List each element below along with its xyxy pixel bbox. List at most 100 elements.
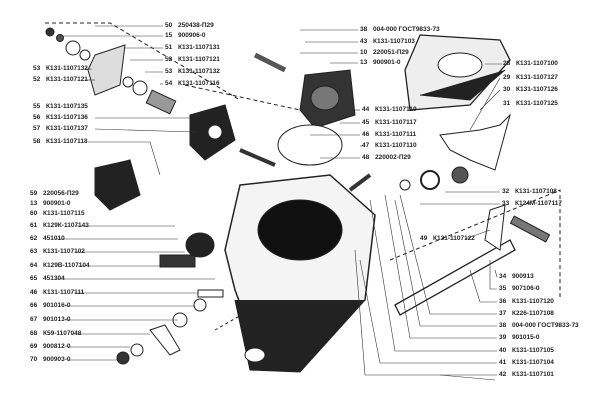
- part-number: 40: [499, 347, 507, 354]
- part-code: К131-1107135: [46, 103, 88, 110]
- part-code: К131-1107121: [46, 76, 88, 83]
- part-number: 36: [499, 298, 507, 305]
- part-number: 65: [30, 275, 38, 282]
- part-code: 900901-0: [373, 59, 401, 66]
- part-callout: 42 К131-1107101: [499, 371, 554, 379]
- part-code: К131-1107104: [512, 359, 554, 366]
- jet-nut: [185, 232, 215, 258]
- diaphragm: [87, 44, 126, 96]
- part-code: К131-1107117: [375, 119, 417, 126]
- leader-lines: [55, 25, 502, 381]
- part-code: К131-1107132: [46, 65, 88, 72]
- part-number: 13: [30, 200, 38, 207]
- part-code: 901015-0: [512, 334, 540, 341]
- part-code: К131-1107115: [43, 210, 85, 217]
- part-code: 901016-0: [43, 302, 71, 309]
- part-code: 451304: [43, 275, 65, 282]
- part-code: К131-1107116: [178, 80, 220, 87]
- part-number: 46: [362, 131, 370, 138]
- part-number: 70: [30, 356, 38, 363]
- part-code: К131-1107108: [515, 188, 557, 195]
- part-callout: 32 К131-1107108: [502, 188, 557, 196]
- part-number: 29: [503, 74, 511, 81]
- part-number: 49: [420, 235, 428, 242]
- part-code: К131-1107102: [43, 248, 85, 255]
- part-number: 32: [502, 188, 510, 195]
- part-code: К131-1107137: [46, 125, 88, 132]
- part-number: 34: [499, 273, 507, 280]
- spring: [145, 89, 177, 115]
- link-plate: [149, 324, 181, 356]
- part-number: 10: [360, 49, 368, 56]
- part-callout: 46 К131-1107111: [362, 131, 416, 139]
- part-number: 37: [499, 310, 507, 317]
- part-code: К131-1107101: [512, 371, 554, 378]
- part-code: К131-1107111: [375, 131, 417, 138]
- part-number: 52: [33, 76, 41, 83]
- part-code: К131-1107111: [43, 289, 85, 296]
- part-code: 250438-П29: [178, 22, 214, 29]
- nut: [116, 351, 130, 365]
- part-code: К131-1107118: [46, 138, 88, 145]
- part-number: 51: [165, 44, 173, 51]
- part-number: 69: [30, 343, 38, 350]
- part-code: К131-1107119: [375, 106, 417, 113]
- part-callout: 65 451304: [30, 275, 65, 283]
- adjusting-screw: [509, 215, 551, 243]
- part-code: 900903-0: [43, 356, 71, 363]
- part-number: 53: [165, 68, 173, 75]
- part-callout: 50 250438-П29: [165, 22, 214, 30]
- part-callout: 49 К131-1107122: [420, 235, 475, 243]
- part-number: 58: [33, 138, 41, 145]
- part-code: К131-1107125: [516, 100, 558, 107]
- part-number: 52: [165, 56, 173, 63]
- part-number: 50: [165, 22, 173, 29]
- part-code: К131-1107100: [516, 60, 558, 67]
- part-callout: 31 К131-1107125: [503, 100, 558, 108]
- part-code: К131-1107126: [516, 86, 558, 93]
- part-number: 31: [503, 100, 511, 107]
- part-number: 43: [360, 38, 368, 45]
- part-number: 41: [499, 359, 507, 366]
- part-number: 30: [503, 86, 511, 93]
- part-number: 64: [30, 262, 38, 269]
- part-code: К131-1107122: [433, 235, 475, 242]
- shaft-lever: [484, 204, 506, 251]
- part-number: 56: [33, 114, 41, 121]
- part-number: 42: [499, 371, 507, 378]
- part-code: К131-1107132: [178, 68, 220, 75]
- part-code: К129К-1107143: [43, 222, 89, 229]
- part-number: 47: [362, 142, 370, 149]
- part-number: 39: [499, 334, 507, 341]
- part-number: 13: [360, 59, 368, 66]
- part-callout: 41 К131-1107104: [499, 359, 554, 367]
- throttle-lever: [439, 113, 511, 171]
- valve-disc: [277, 124, 343, 166]
- part-number: 38: [499, 322, 507, 329]
- part-number: 33: [502, 200, 510, 207]
